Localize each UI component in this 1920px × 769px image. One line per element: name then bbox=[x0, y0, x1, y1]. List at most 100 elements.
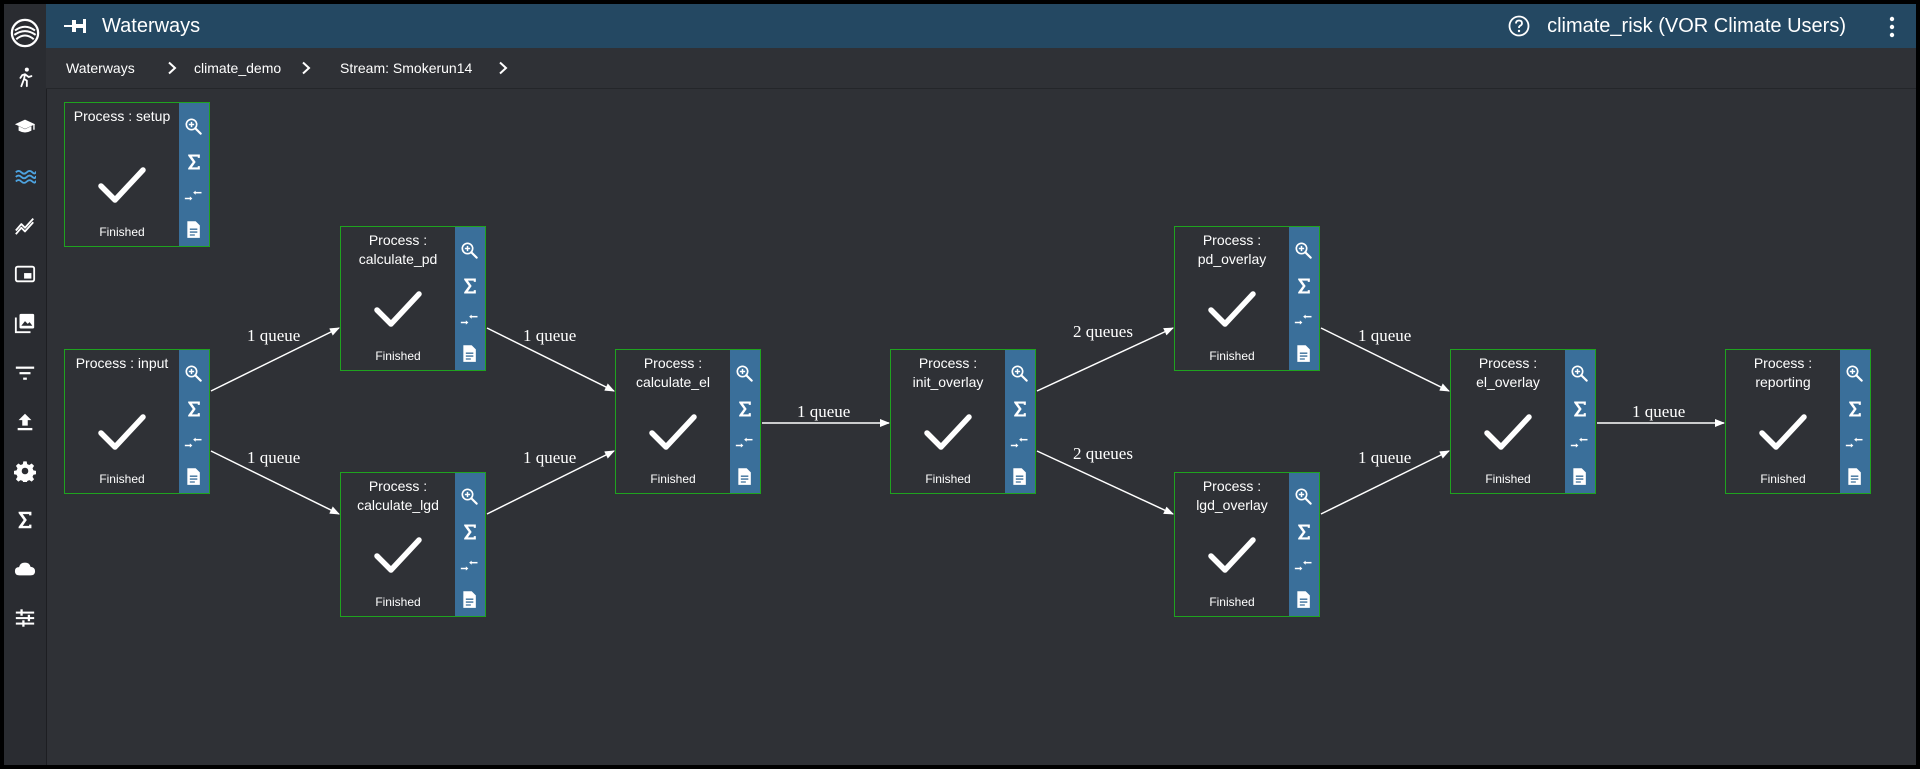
zoom-in-icon bbox=[461, 488, 478, 505]
zoom-in-icon bbox=[736, 365, 753, 382]
sigma-button[interactable] bbox=[1843, 397, 1867, 421]
merge-arrows-button[interactable] bbox=[1292, 554, 1316, 578]
upload-icon bbox=[17, 413, 33, 431]
process-status: Finished bbox=[375, 349, 421, 363]
sigma-icon bbox=[464, 524, 476, 540]
merge-arrows-button[interactable] bbox=[458, 308, 482, 332]
breadcrumb-item[interactable]: Stream: Smokerun14 bbox=[340, 60, 473, 76]
sigma-button[interactable] bbox=[182, 150, 206, 174]
merge-arrows-button[interactable] bbox=[182, 431, 206, 455]
merge-arrows-button[interactable] bbox=[1008, 431, 1032, 455]
rail-item-cloud[interactable] bbox=[4, 551, 46, 587]
runner-icon bbox=[19, 67, 33, 88]
sigma-icon bbox=[1298, 524, 1310, 540]
process-status: Finished bbox=[99, 225, 145, 239]
sigma-button[interactable] bbox=[733, 397, 757, 421]
zoom-in-button[interactable] bbox=[182, 362, 206, 386]
pin-icon[interactable] bbox=[64, 16, 86, 36]
document-button[interactable] bbox=[1843, 465, 1867, 489]
zoom-in-button[interactable] bbox=[733, 362, 757, 386]
document-icon bbox=[738, 468, 751, 485]
document-button[interactable] bbox=[1008, 465, 1032, 489]
breadcrumb: Waterways climate_demo Stream: Smokerun14 bbox=[46, 48, 1916, 89]
rail-item-runner[interactable] bbox=[4, 59, 46, 95]
sigma-button[interactable] bbox=[1008, 397, 1032, 421]
edge-label: 1 queue bbox=[247, 448, 301, 467]
edge-label: 2 queues bbox=[1073, 322, 1133, 341]
breadcrumb-item[interactable]: Waterways bbox=[66, 60, 135, 76]
document-button[interactable] bbox=[733, 465, 757, 489]
rail-item-sigma[interactable] bbox=[4, 502, 46, 538]
zoom-in-button[interactable] bbox=[458, 485, 482, 509]
merge-arrows-button[interactable] bbox=[1292, 308, 1316, 332]
document-icon bbox=[187, 468, 200, 485]
process-title: Process : calculate_el bbox=[636, 355, 710, 390]
document-button[interactable] bbox=[1292, 588, 1316, 612]
zoom-in-button[interactable] bbox=[1292, 485, 1316, 509]
sigma-button[interactable] bbox=[1568, 397, 1592, 421]
sigma-button[interactable] bbox=[458, 274, 482, 298]
app-header: Waterways climate_risk (VOR Climate User… bbox=[46, 4, 1916, 48]
more-vert-icon[interactable] bbox=[1888, 16, 1896, 38]
sigma-icon bbox=[1849, 401, 1861, 417]
document-button[interactable] bbox=[458, 342, 482, 366]
breadcrumb-item[interactable]: climate_demo bbox=[194, 60, 282, 76]
help-icon[interactable] bbox=[1508, 15, 1530, 37]
zoom-in-button[interactable] bbox=[1008, 362, 1032, 386]
sigma-button[interactable] bbox=[458, 520, 482, 544]
rail-item-photo-library[interactable] bbox=[4, 305, 46, 341]
zoom-in-button[interactable] bbox=[1292, 239, 1316, 263]
merge-arrows-icon bbox=[1294, 560, 1312, 571]
rail-item-waves[interactable] bbox=[4, 158, 46, 194]
app-title: Waterways bbox=[102, 15, 201, 37]
node-action-bar bbox=[1840, 350, 1870, 493]
rail-item-gear[interactable] bbox=[4, 453, 46, 489]
checkmark-icon bbox=[98, 167, 146, 203]
document-button[interactable] bbox=[458, 588, 482, 612]
checkmark-icon bbox=[1484, 414, 1532, 450]
zoom-in-icon bbox=[1846, 365, 1863, 382]
rail-item-sliders[interactable] bbox=[4, 600, 46, 636]
rail-item-graduation-cap[interactable] bbox=[4, 109, 46, 145]
document-button[interactable] bbox=[182, 218, 206, 242]
merge-arrows-button[interactable] bbox=[1843, 431, 1867, 455]
process-title: Process : input bbox=[75, 355, 169, 371]
process-status: Finished bbox=[925, 472, 971, 486]
rail-item-trend-chart[interactable] bbox=[4, 207, 46, 243]
document-button[interactable] bbox=[182, 465, 206, 489]
merge-arrows-button[interactable] bbox=[182, 184, 206, 208]
merge-arrows-button[interactable] bbox=[733, 431, 757, 455]
zoom-in-button[interactable] bbox=[458, 239, 482, 263]
sigma-button[interactable] bbox=[1292, 274, 1316, 298]
zoom-in-button[interactable] bbox=[1568, 362, 1592, 386]
rail-item-window[interactable] bbox=[4, 256, 46, 292]
merge-arrows-button[interactable] bbox=[458, 554, 482, 578]
user-name[interactable]: climate_risk (VOR Climate Users) bbox=[1547, 15, 1846, 37]
chevron-right-icon bbox=[168, 61, 177, 75]
zoom-in-icon bbox=[461, 242, 478, 259]
zoom-in-button[interactable] bbox=[182, 115, 206, 139]
document-icon bbox=[1297, 591, 1310, 608]
process-title: Process : lgd_overlay bbox=[1196, 478, 1268, 513]
process-title: Process : pd_overlay bbox=[1197, 232, 1267, 267]
zoom-in-button[interactable] bbox=[1843, 362, 1867, 386]
rail-item-upload[interactable] bbox=[4, 404, 46, 440]
sigma-button[interactable] bbox=[1292, 520, 1316, 544]
rail-item-filter[interactable] bbox=[4, 355, 46, 391]
sigma-button[interactable] bbox=[182, 397, 206, 421]
merge-arrows-button[interactable] bbox=[1568, 431, 1592, 455]
document-icon bbox=[1573, 468, 1586, 485]
document-button[interactable] bbox=[1568, 465, 1592, 489]
rail-item-logo[interactable] bbox=[4, 12, 46, 54]
document-button[interactable] bbox=[1292, 342, 1316, 366]
